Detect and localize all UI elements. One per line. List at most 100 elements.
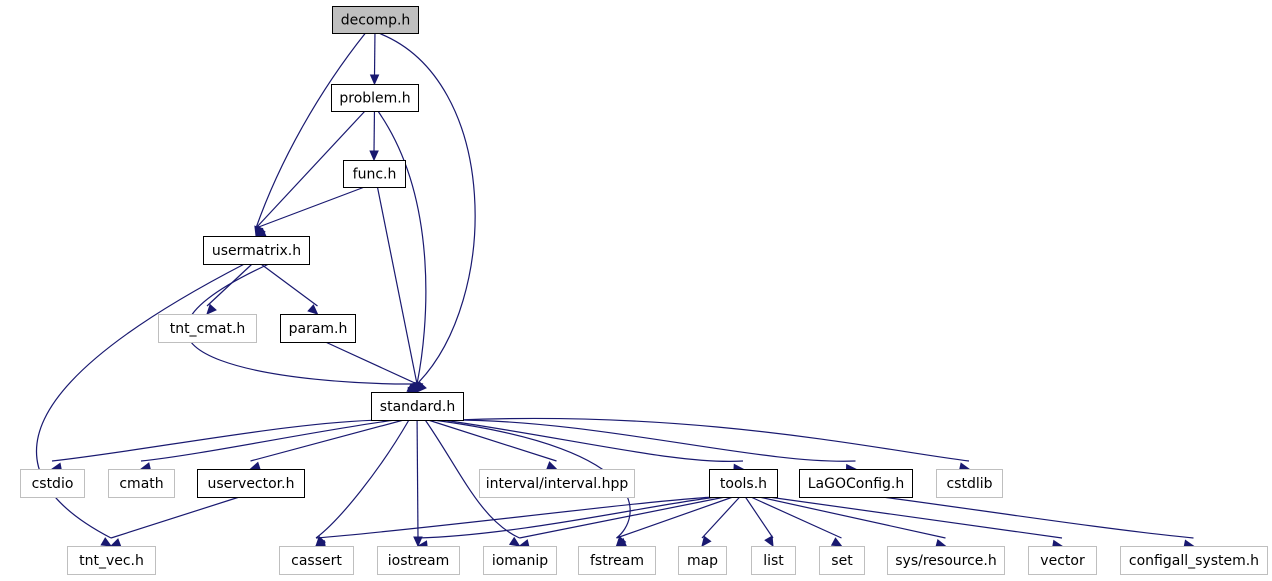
edge-line [140,419,395,462]
node-box [67,546,156,575]
edge-arrowhead [254,227,267,237]
edge-line [315,496,716,539]
edge-standard-to-lagoconfig [452,419,857,474]
edge-decomp-to-problem [369,32,380,86]
edge-arrowhead [545,461,558,471]
node-label: map [687,553,718,569]
edge-arrowhead [369,150,379,162]
node-box [751,546,796,575]
edge-line [744,496,774,539]
edge-line [110,496,240,539]
nodes-layer: decomp.h problem.h func.h usermatrix.h tnt_c… [20,6,1268,575]
node-box [332,6,419,34]
edge-line [750,496,842,539]
node-box [197,469,305,498]
node-interval: interval/interval.hpp [479,469,635,498]
edge-tools-to-list [744,496,774,548]
edge-line [442,419,744,463]
edge-arrowhead [830,537,843,547]
edge-problem-to-standard [377,110,427,394]
node-box [678,546,727,575]
node-box [1120,546,1268,575]
node-label: cstdio [32,476,74,492]
node-label: tools.h [720,476,767,492]
node-iomanip: iomanip [483,546,557,575]
edge-line [427,419,557,462]
edge-usermatrix-to-tnt_vec [35,263,245,547]
node-box [203,236,310,265]
node-box [887,546,1005,575]
edge-arrowhead [406,383,419,393]
node-set: set [819,546,865,575]
node-box [108,469,175,498]
edge-tools-to-map [701,496,741,547]
node-label: sys/resource.h [895,553,996,569]
node-configall: configall_system.h [1120,546,1268,575]
node-cmath: cmath [108,469,175,498]
node-decomp[interactable]: decomp.h [332,6,419,34]
node-usermatrix[interactable]: usermatrix.h [203,236,310,265]
node-tools[interactable]: tools.h [709,469,778,498]
edge-arrowhead [307,304,319,315]
node-label: set [831,553,853,569]
node-box [936,469,1003,498]
edge-line [35,263,245,539]
edge-arrowhead [764,535,774,548]
node-box [343,160,406,188]
node-label: uservector.h [208,476,295,492]
edge-line [456,417,970,462]
edge-func-to-usermatrix [254,186,365,237]
node-label: iomanip [492,553,548,569]
edge-arrowhead [508,536,521,547]
edge-line [701,496,741,539]
node-label: cstdlib [946,476,992,492]
edge-line [759,496,946,539]
edge-line [376,186,418,385]
node-box [483,546,557,575]
node-iostream: iostream [377,546,460,575]
edge-arrowhead [100,537,113,547]
edge-standard-to-uservector [249,419,404,471]
node-cstdio: cstdio [20,469,85,498]
edge-uservector-to-tnt_vec [109,496,240,548]
node-lagoconfig[interactable]: LaGOConfig.h [799,469,913,498]
node-label: iostream [388,553,450,569]
edge-line [616,496,734,539]
node-label: cassert [291,553,342,569]
edge-line [377,110,427,385]
node-box [280,314,356,343]
edge-line [255,32,366,229]
edge-tools-to-set [750,496,843,547]
node-problem[interactable]: problem.h [331,84,419,112]
node-uservector[interactable]: uservector.h [197,469,305,498]
node-func[interactable]: func.h [343,160,406,188]
node-label: vector [1040,553,1085,569]
node-label: fstream [590,553,644,569]
node-label: problem.h [339,91,410,107]
edge-line [250,419,404,462]
edge-line [882,496,1194,539]
edge-standard-to-iostream [413,419,423,548]
edge-standard-to-cmath [139,419,395,472]
node-tnt_vec: tnt_vec.h [67,546,156,575]
node-label: LaGOConfig.h [808,476,905,492]
edge-line [255,110,366,229]
node-param[interactable]: param.h [280,314,356,343]
node-fstream: fstream [578,546,656,575]
edge-line [260,263,318,307]
node-box [1028,546,1097,575]
node-label: tnt_cmat.h [170,321,246,337]
edge-problem-to-func [369,110,379,162]
node-label: func.h [353,167,397,183]
node-box [158,314,257,343]
node-list: list [751,546,796,575]
node-box [578,546,656,575]
node-cstdlib: cstdlib [936,469,1003,498]
edge-line [206,263,253,307]
node-cassert: cassert [279,546,354,575]
node-standard[interactable]: standard.h [371,392,464,421]
edge-arrowhead [701,535,712,547]
edge-arrowhead [109,538,122,548]
edge-line [416,419,419,539]
